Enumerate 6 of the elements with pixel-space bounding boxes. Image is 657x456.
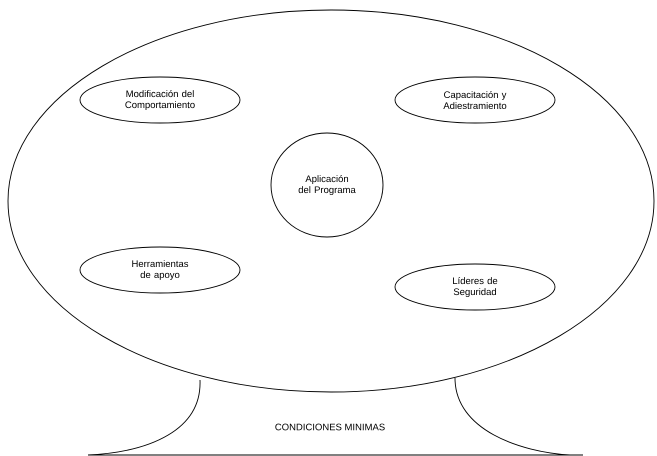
oval: Herramientas de apoyo [80,246,240,294]
oval: Líderes de Seguridad [394,264,556,310]
oval: Capacitación y Adiestramiento [394,76,556,124]
oval: Aplicación del Programa [270,132,384,238]
oval: Modificación del Comportamiento [80,76,240,124]
outer-ellipse [8,10,654,392]
